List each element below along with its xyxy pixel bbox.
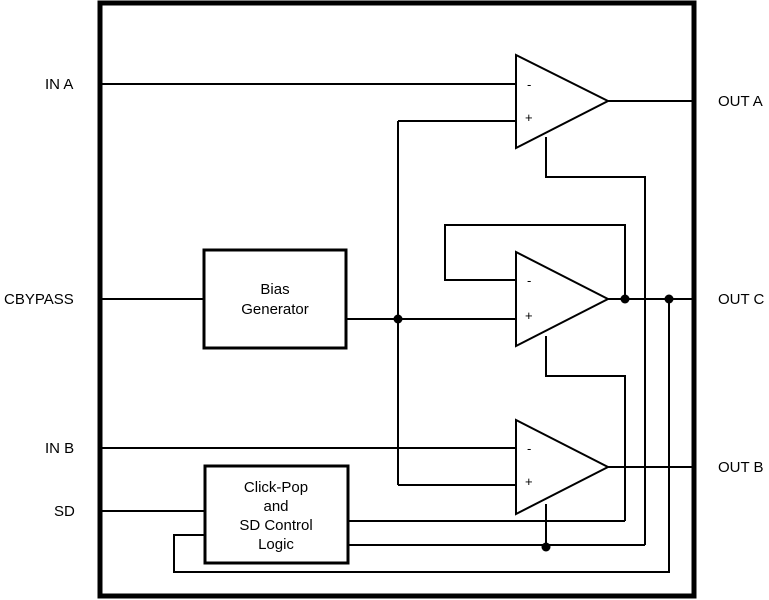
amplifier-b [515, 418, 611, 516]
amp-c-plus-sign: + [525, 308, 533, 323]
amp-a-plus-sign: + [525, 110, 533, 125]
bias-generator-line1: Bias [260, 281, 289, 298]
wires [102, 83, 694, 573]
pin-label-in-b: IN B [45, 440, 74, 457]
pin-label-out-c: OUT C [718, 291, 765, 308]
pin-label-in-a: IN A [45, 76, 73, 93]
amplifier-a [515, 53, 611, 150]
amp-a-minus-sign: - [527, 77, 531, 92]
pin-label-cbypass: CBYPASS [4, 291, 74, 308]
amp-b-minus-sign: - [527, 441, 531, 456]
pin-label-out-b: OUT B [718, 459, 764, 476]
click-pop-line1: Click-Pop [244, 479, 308, 496]
click-pop-line3: SD Control [239, 517, 312, 534]
click-pop-line4: Logic [258, 536, 294, 553]
pin-label-out-a: OUT A [718, 93, 763, 110]
bias-generator-block [202, 248, 348, 350]
amp-c-minus-sign: - [527, 273, 531, 288]
amp-b-plus-sign: + [525, 474, 533, 489]
click-pop-block [203, 464, 350, 565]
junction-dots [393, 294, 674, 552]
pin-label-sd: SD [54, 503, 75, 520]
click-pop-line2: and [263, 498, 288, 515]
amplifier-c [515, 250, 611, 348]
bias-generator-line2: Generator [241, 301, 309, 318]
